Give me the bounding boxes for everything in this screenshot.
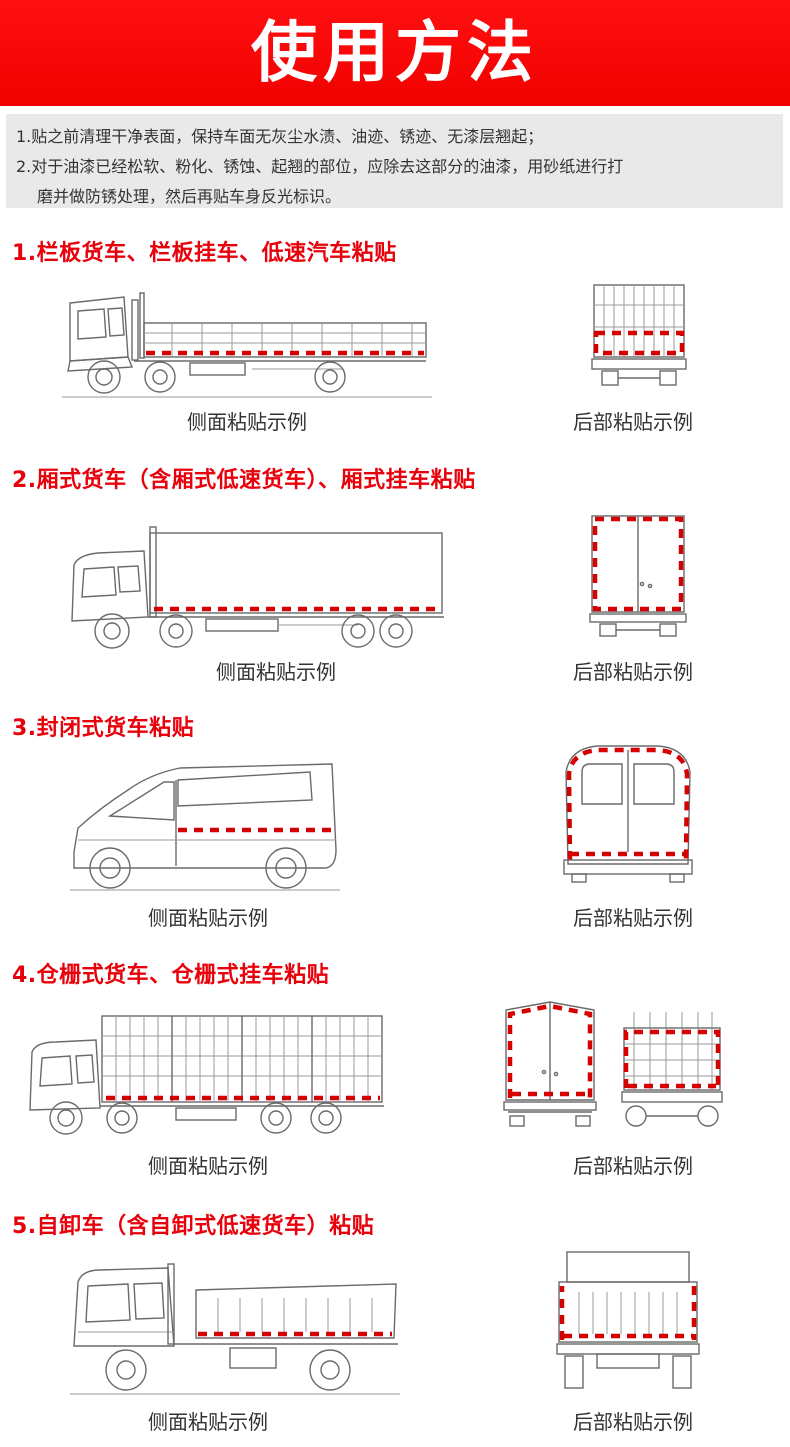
dump-truck-rear-diagram	[556, 1251, 700, 1389]
rear-caption-1: 后部粘贴示例	[573, 410, 693, 434]
van-side-diagram	[70, 763, 340, 891]
rear-caption-4: 后部粘贴示例	[573, 1154, 693, 1178]
box-truck-side-diagram	[71, 526, 444, 649]
cage-truck-box-rear-diagram	[503, 1001, 597, 1127]
title-banner: 使用方法	[0, 0, 790, 106]
side-caption-2: 侧面粘贴示例	[216, 660, 336, 684]
side-caption-1: 侧面粘贴示例	[187, 410, 307, 434]
rear-caption-5: 后部粘贴示例	[573, 1410, 693, 1434]
rear-caption-2: 后部粘贴示例	[573, 660, 693, 684]
instruction-line-1: 1.贴之前清理干净表面，保持车面无灰尘水渍、油迹、锈迹、无漆层翘起；	[16, 127, 544, 146]
cage-truck-frame-rear-diagram	[621, 1012, 723, 1127]
side-caption-4: 侧面粘贴示例	[148, 1154, 268, 1178]
instructions-box: 1.贴之前清理干净表面，保持车面无灰尘水渍、油迹、锈迹、无漆层翘起； 2.对于油…	[6, 114, 783, 208]
section-title-4: 4.仓栅式货车、仓栅式挂车粘贴	[12, 963, 330, 988]
page-title: 使用方法	[251, 14, 539, 91]
rear-caption-3: 后部粘贴示例	[573, 906, 693, 930]
section-title-5: 5.自卸车（含自卸式低速货车）粘贴	[12, 1214, 375, 1239]
box-truck-rear-diagram	[589, 515, 687, 637]
section-title-2: 2.厢式货车（含厢式低速货车）、厢式挂车粘贴	[12, 468, 476, 493]
section-title-1: 1.栏板货车、栏板挂车、低速汽车粘贴	[12, 241, 397, 266]
cage-truck-side-diagram	[29, 1015, 384, 1135]
instruction-line-2: 2.对于油漆已经松软、粉化、锈蚀、起翘的部位，应除去这部分的油漆，用砂纸进行打	[16, 157, 624, 176]
dump-truck-side-diagram	[70, 1263, 400, 1395]
side-caption-3: 侧面粘贴示例	[148, 906, 268, 930]
instruction-line-3: 磨并做防锈处理，然后再贴车身反光标识。	[37, 187, 342, 206]
side-caption-5: 侧面粘贴示例	[148, 1410, 268, 1434]
stake-truck-rear-diagram	[591, 284, 687, 386]
stake-truck-side-diagram	[62, 292, 432, 398]
van-rear-diagram	[563, 745, 693, 883]
section-title-3: 3.封闭式货车粘贴	[12, 716, 195, 741]
